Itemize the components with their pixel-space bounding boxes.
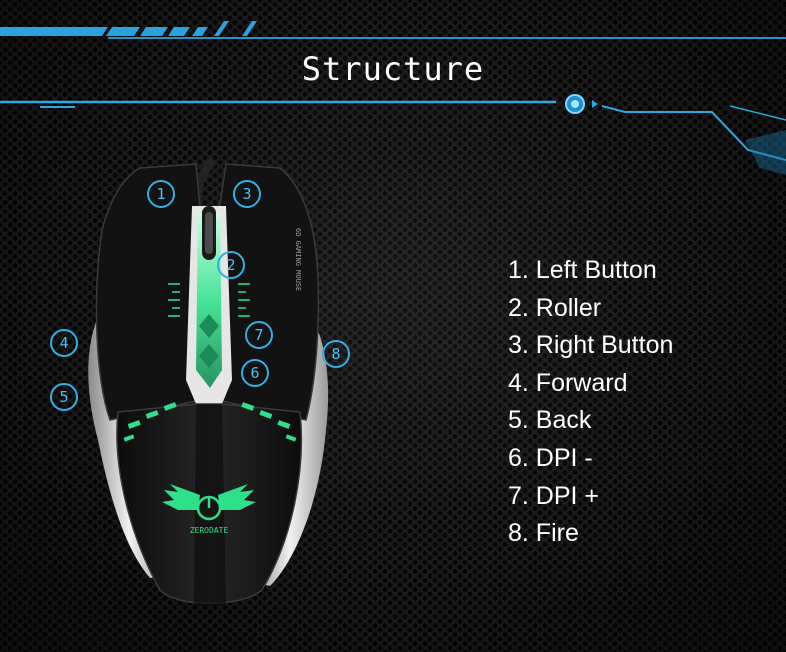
- feature-item-dpi-minus: 6. DPI -: [508, 443, 593, 472]
- callout-2-roller: 2: [217, 251, 245, 279]
- callout-6-dpi-minus: 6: [241, 359, 269, 387]
- callout-3-right-button: 3: [233, 180, 261, 208]
- callout-4-forward: 4: [50, 329, 78, 357]
- feature-item-left-button: 1. Left Button: [508, 256, 657, 284]
- callout-7-dpi-plus: 7: [245, 321, 273, 349]
- feature-item-back: 5. Back: [508, 406, 592, 435]
- callout-5-back: 5: [50, 383, 78, 411]
- callout-1-left-button: 1: [147, 180, 175, 208]
- feature-item-roller: 2. Roller: [508, 293, 602, 322]
- feature-item-fire: 8. Fire: [508, 519, 579, 548]
- feature-list: 1. Left Button 2. Roller 3. Right Button…: [508, 252, 673, 553]
- feature-item-forward: 4. Forward: [508, 368, 628, 397]
- page-title: Structure: [301, 50, 485, 88]
- mouse-side-text: 6D GAMING MOUSE: [294, 228, 302, 291]
- callout-8-fire: 8: [322, 340, 350, 368]
- feature-item-right-button: 3. Right Button: [508, 331, 674, 360]
- mouse-brand-logo: ZERODATE: [190, 526, 229, 535]
- feature-item-dpi-plus: 7. DPI +: [508, 481, 600, 510]
